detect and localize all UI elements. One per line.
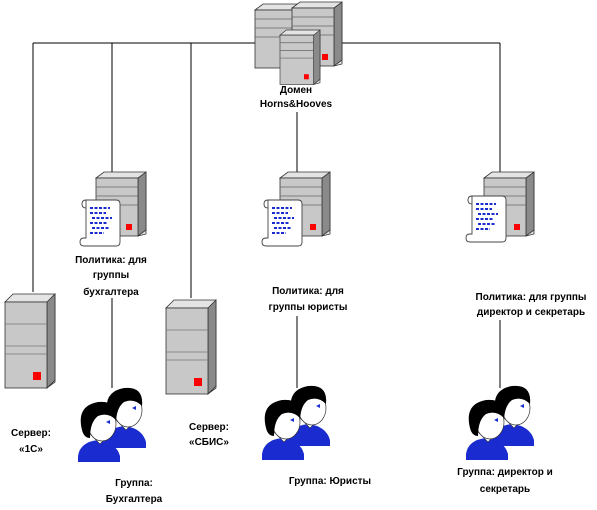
server-icon [165,299,217,395]
group-director [466,386,534,460]
user-group-icon [262,386,330,460]
policy-scroll-icon [79,199,121,247]
policy-server-lawyers [261,171,331,247]
policy-label-lawyers-2: группы юристы [269,302,348,313]
server-sbis-label-1: Сервер: [189,422,229,433]
policy-label-lawyers-1: Политика: для [272,286,344,297]
server-1c-label-2: «1С» [19,444,43,455]
server-sbis-label-2: «СБИС» [189,437,229,448]
policy-label-accounting-1: Политика: для [75,255,147,266]
policy-label-accounting-2: группы [93,270,129,281]
user-group-icon [78,388,146,462]
policy-server-director [465,171,535,243]
group-accounting-label-2: Бухгалтера [106,494,163,505]
domain-server-cluster [254,1,343,85]
user-group-icon [466,386,534,460]
domain-label-line2: Horns&Hooves [260,99,333,110]
policy-scroll-icon [261,199,303,247]
policy-scroll-icon [465,195,507,243]
group-accounting-label-1: Группа: [115,478,153,489]
group-accounting [78,388,146,462]
policy-label-director-2: директор и секретарь [477,307,585,318]
server-icon [4,293,56,389]
server-1c-label-1: Сервер: [11,428,51,439]
server-sbis [165,299,217,395]
group-director-label-1: Группа: директор и [457,467,553,478]
policy-label-director-1: Политика: для группы [476,292,587,303]
policy-server-accounting [79,171,147,247]
domain-label-line1: Домен [280,85,312,96]
group-lawyers [262,386,330,460]
group-director-label-2: секретарь [480,484,530,495]
server-icon [279,29,321,85]
group-lawyers-label-1: Группа: Юристы [289,476,371,487]
policy-label-accounting-3: бухгалтера [83,286,139,298]
server-1c [4,293,56,389]
